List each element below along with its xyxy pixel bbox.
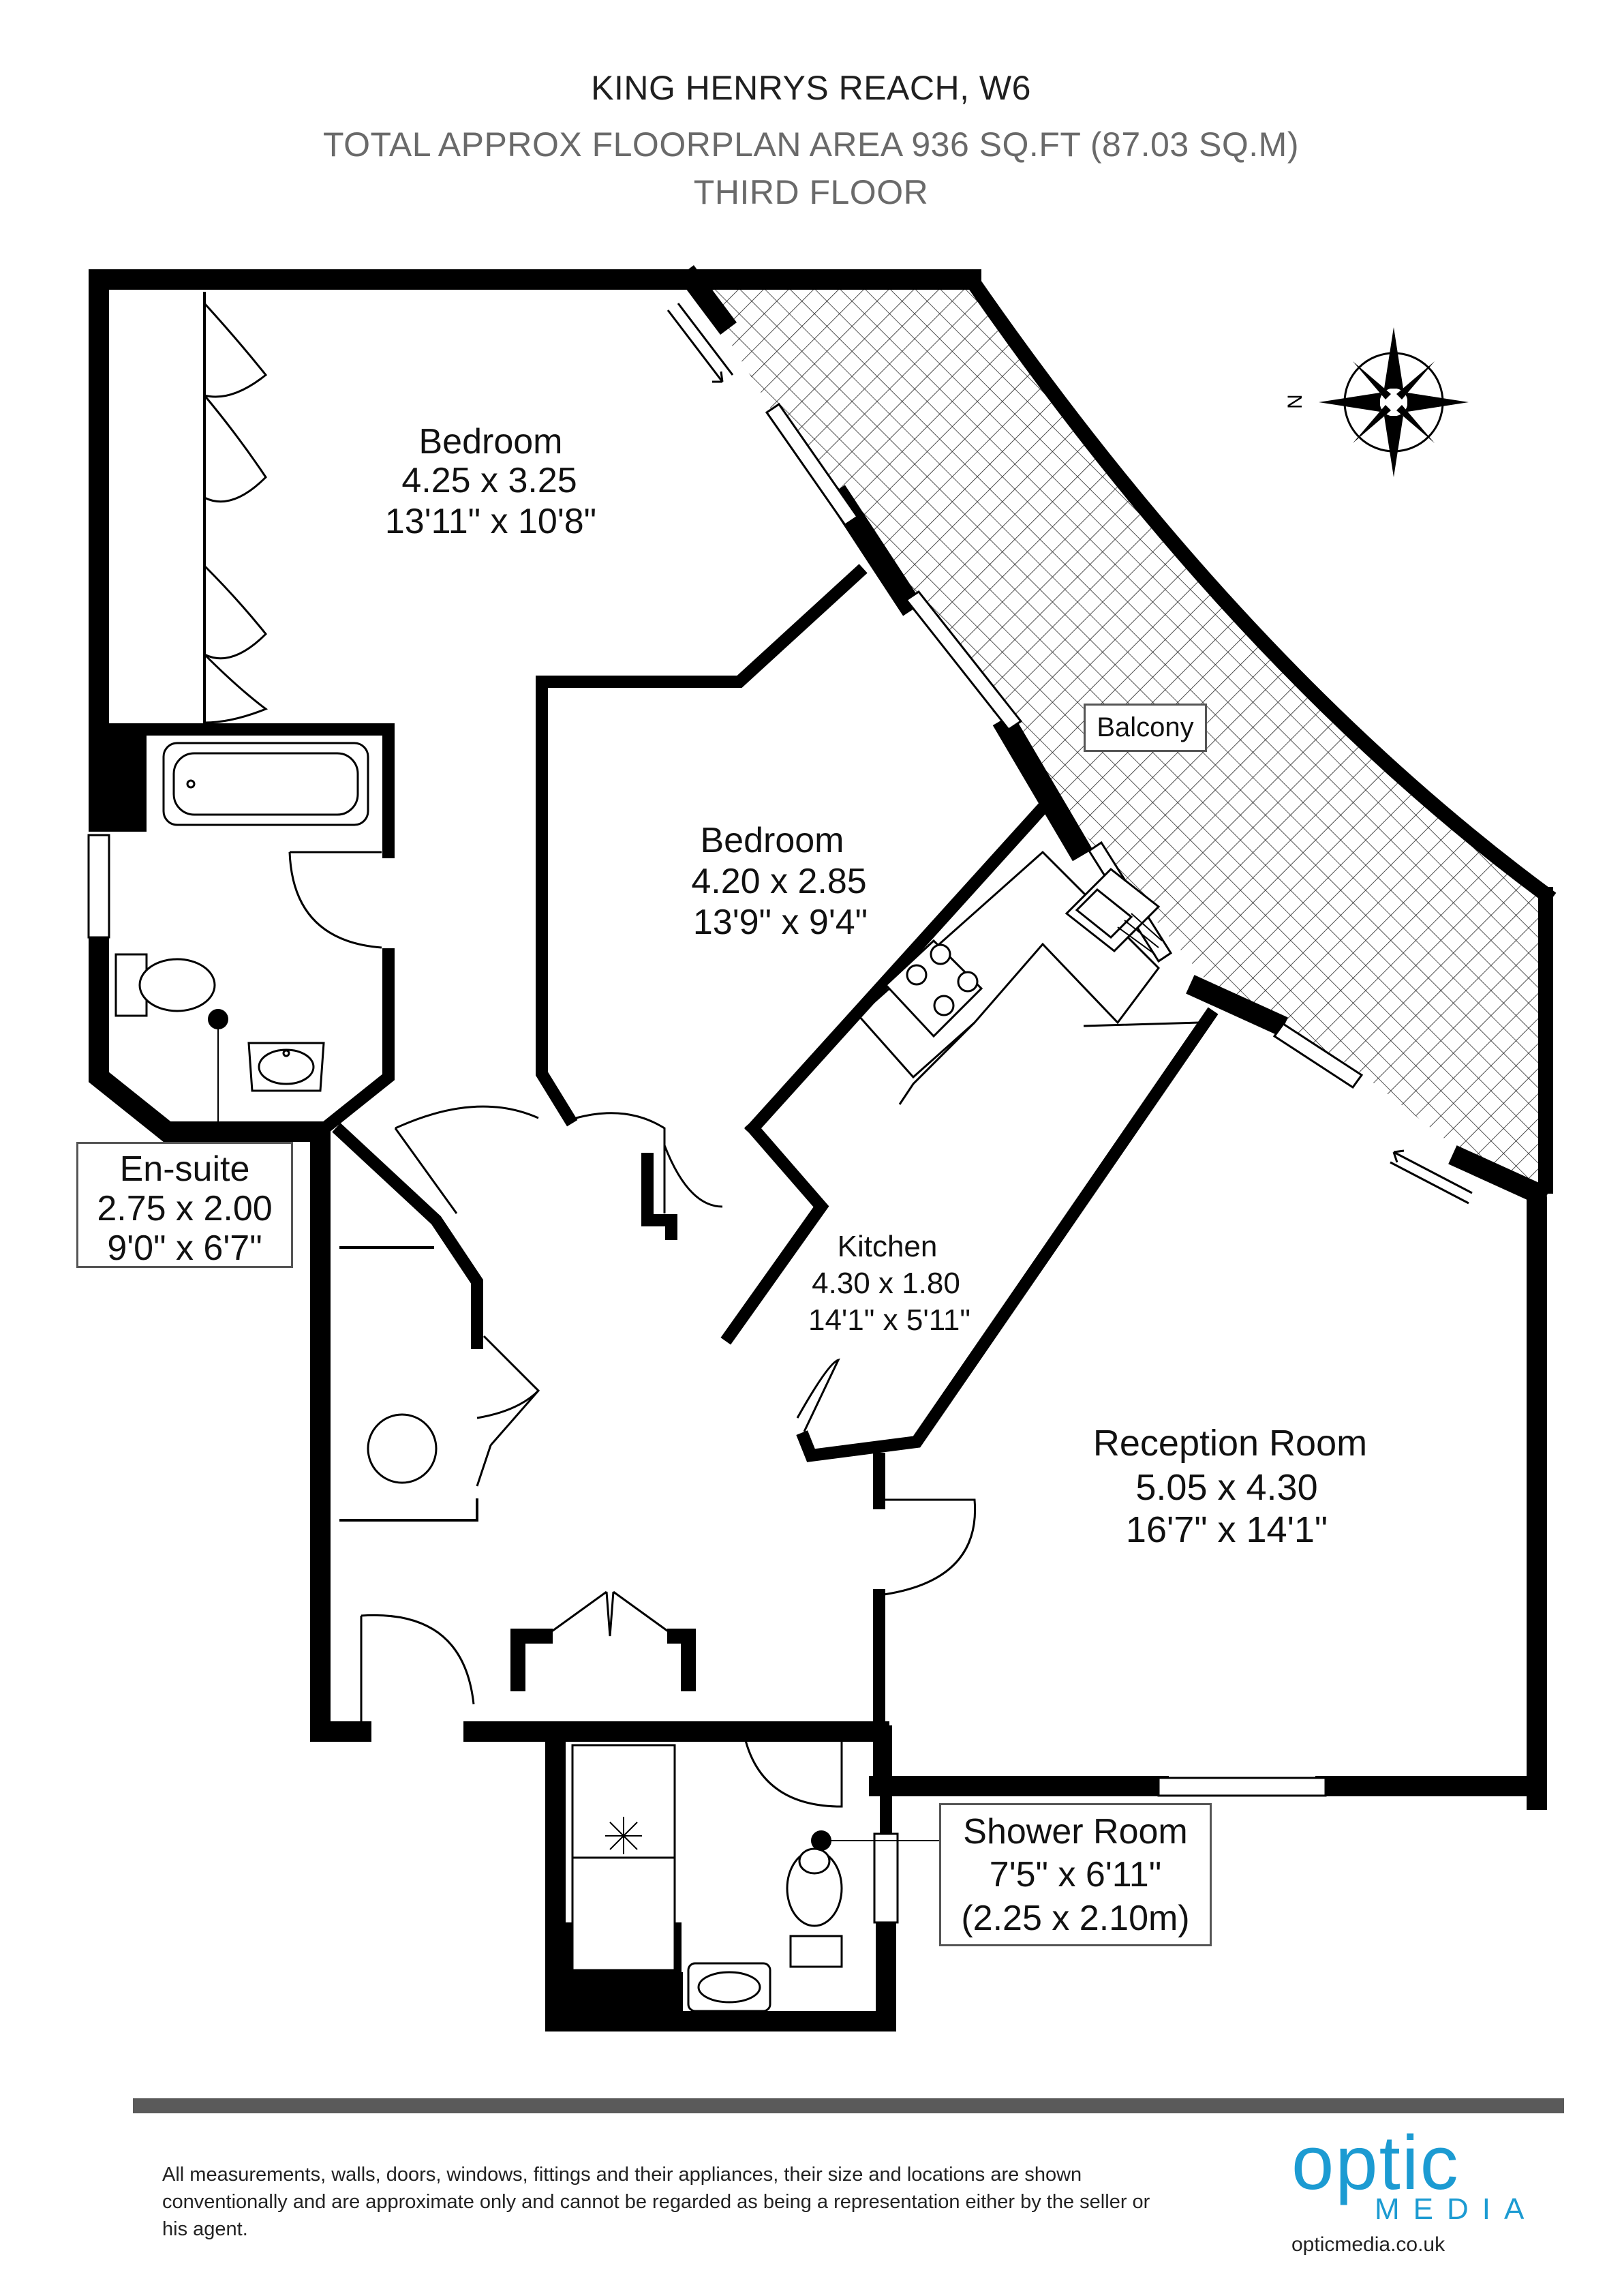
door-bedroom2 xyxy=(575,1112,666,1213)
wall-ensuite-east xyxy=(311,948,395,1141)
logo-url: opticmedia.co.uk xyxy=(1291,2233,1445,2256)
property-title: KING HENRYS REACH, W6 xyxy=(591,69,1031,107)
bedroom2-imperial: 13'9" x 9'4" xyxy=(693,903,868,942)
door-hall xyxy=(360,1614,475,1732)
kitchen-worktop xyxy=(857,850,1160,1079)
outer-wall-curve xyxy=(960,269,1557,905)
north-label: N xyxy=(1284,394,1306,409)
footer-divider xyxy=(133,2098,1564,2113)
door-kitchen xyxy=(796,1358,840,1432)
wall-kitchen-reception xyxy=(796,1007,1219,1462)
kitchen-cupboard-line xyxy=(898,1021,1200,1105)
shower-label: Shower Room 7'5" x 6'11" (2.25 x 2.10m) xyxy=(939,1803,1212,1946)
door-bedroom1 xyxy=(394,1105,539,1214)
shower-name: Shower Room xyxy=(963,1812,1188,1852)
kitchen-hob xyxy=(884,939,983,1038)
wall-airing-cupboard xyxy=(510,1629,696,1691)
optic-media-logo: optic MEDIA opticmedia.co.uk xyxy=(1291,2120,1524,2256)
shower-soil-stack xyxy=(811,1830,831,1851)
window-ensuite xyxy=(87,834,110,939)
wall-bed1-bed2-partition xyxy=(536,564,868,1127)
wall-kitchen-balcony xyxy=(1186,975,1288,1036)
wall-bed2-kitchen xyxy=(744,799,1052,1137)
sliding-door-reception xyxy=(1390,1149,1473,1205)
ensuite-metric: 2.75 x 2.00 xyxy=(97,1189,273,1229)
airing-cupboard-tank xyxy=(367,1413,438,1484)
ensuite-imperial: 9'0" x 6'7" xyxy=(107,1228,262,1269)
bedroom2-metric: 4.20 x 2.85 xyxy=(691,862,866,901)
door-ensuite xyxy=(288,851,382,949)
shower-head xyxy=(605,1817,642,1854)
reception-name: Reception Room xyxy=(1093,1423,1367,1464)
window-shower xyxy=(873,1832,899,1924)
wall-hall-cupboard xyxy=(332,1123,483,1349)
window-reception-balcony xyxy=(1272,1022,1364,1089)
bedroom2-name: Bedroom xyxy=(701,821,844,860)
wall-hall-west xyxy=(310,1121,371,1742)
bedroom1-metric: 4.25 x 3.25 xyxy=(401,461,577,500)
door-airing xyxy=(545,1590,675,1637)
sliding-door-bed1 xyxy=(667,303,734,383)
shower-metric: (2.25 x 2.10m) xyxy=(961,1898,1190,1938)
balcony-label: Balcony xyxy=(1084,704,1207,752)
wall-ensuite-top xyxy=(93,723,395,858)
door-cupboard-hall xyxy=(476,1335,540,1487)
floor-level: THIRD FLOOR xyxy=(693,173,929,211)
compass-rose xyxy=(1319,327,1469,477)
ensuite-name: En-suite xyxy=(119,1149,250,1189)
window-bed2 xyxy=(904,590,1023,731)
door-reception xyxy=(878,1498,977,1597)
door-store xyxy=(663,1145,723,1208)
window-bed1 xyxy=(765,402,859,527)
wall-store xyxy=(641,1119,829,1345)
wall-bed2-window-block2 xyxy=(992,713,1093,862)
bedroom1-name: Bedroom xyxy=(419,422,563,462)
ensuite-wc xyxy=(138,958,216,1012)
wall-bed1-bed2 xyxy=(677,265,737,335)
door-shower xyxy=(741,1727,843,1808)
logo-word: optic xyxy=(1291,2120,1460,2205)
kitchen-name: Kitchen xyxy=(838,1230,938,1263)
reception-imperial: 16'7" x 14'1" xyxy=(1126,1509,1328,1550)
kitchen-imperial: 14'1" x 5'11" xyxy=(808,1303,970,1337)
wall-reception-balcony xyxy=(1448,1145,1550,1207)
floor-area: TOTAL APPROX FLOORPLAN AREA 936 SQ.FT (8… xyxy=(323,125,1299,164)
bedroom1-imperial: 13'11" x 10'8" xyxy=(385,502,596,541)
outer-wall-west-lower xyxy=(89,931,331,1142)
logo-media: MEDIA xyxy=(1375,2192,1538,2226)
window-reception xyxy=(1157,1777,1327,1797)
reception-metric: 5.05 x 4.30 xyxy=(1135,1467,1317,1508)
disclaimer: All measurements, walls, doors, windows,… xyxy=(162,2164,1150,2241)
wardrobe-doors xyxy=(203,302,269,724)
kitchen-metric: 4.30 x 1.80 xyxy=(812,1267,960,1300)
wall-cupboard-south xyxy=(339,1498,478,1522)
balcony-name: Balcony xyxy=(1097,712,1194,742)
ensuite-label: En-suite 2.75 x 2.00 9'0" x 6'7" xyxy=(76,1142,293,1268)
wall-shower-west xyxy=(545,1721,896,2031)
ensuite-soil-stack xyxy=(208,1009,228,1029)
wall-block-ensuite xyxy=(89,729,147,832)
shower-imperial: 7'5" x 6'11" xyxy=(989,1855,1162,1895)
